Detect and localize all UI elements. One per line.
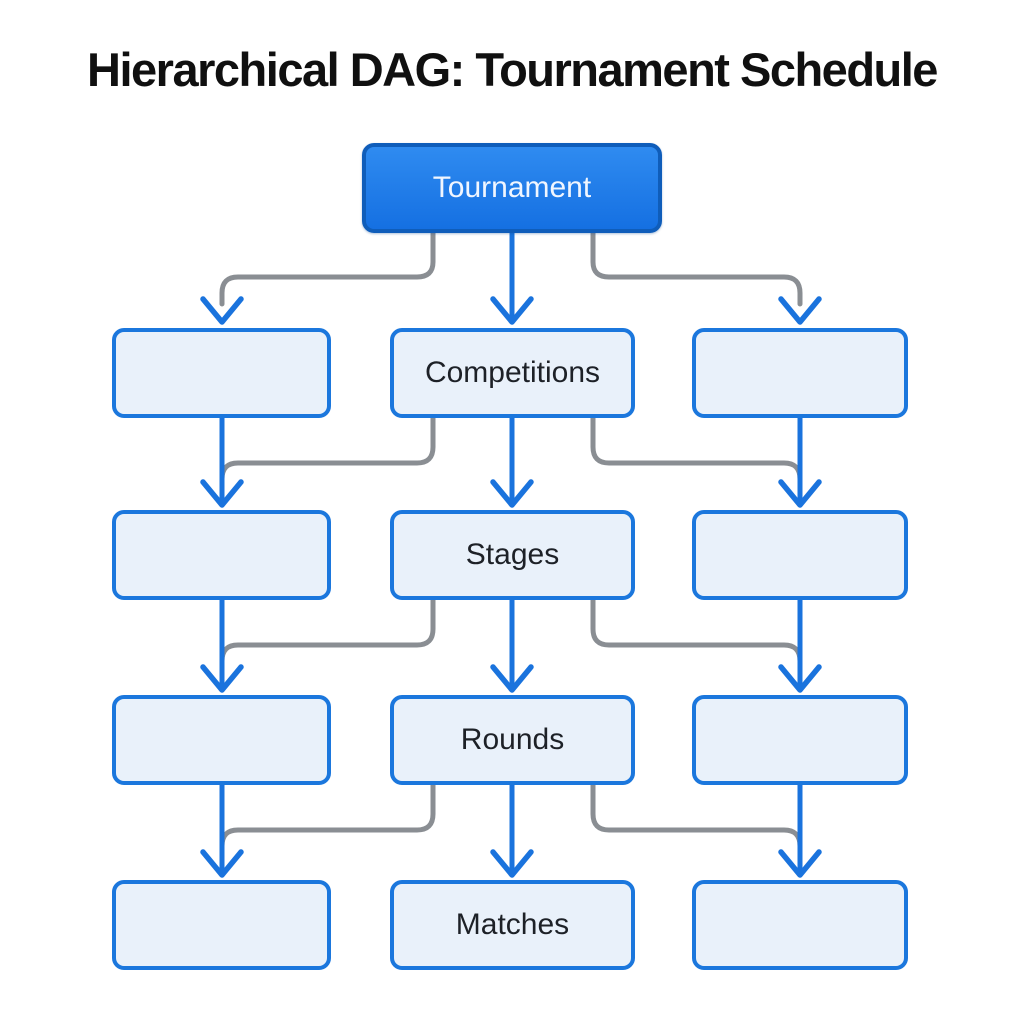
node-matches-left (112, 880, 331, 970)
diagram-title: Hierarchical DAG: Tournament Schedule (87, 43, 938, 96)
node-stages-left (112, 510, 331, 600)
node-stages-right (692, 510, 908, 600)
node-stages: Stages (390, 510, 635, 600)
node-matches: Matches (390, 880, 635, 970)
node-tournament-label: Tournament (432, 171, 592, 204)
node-matches-right (692, 880, 908, 970)
node-rounds: Rounds (390, 695, 635, 785)
node-stages-label: Stages (465, 538, 560, 571)
node-competitions-label: Competitions (424, 356, 601, 389)
node-rounds-left (112, 695, 331, 785)
node-competitions-right (692, 328, 908, 418)
node-rounds-right (692, 695, 908, 785)
node-tournament: Tournament (362, 143, 662, 233)
node-matches-label: Matches (455, 908, 570, 941)
node-competitions: Competitions (390, 328, 635, 418)
node-rounds-label: Rounds (460, 723, 565, 756)
arrowhead-icons (200, 296, 822, 878)
node-competitions-left (112, 328, 331, 418)
blue-straight-edges (219, 230, 803, 875)
